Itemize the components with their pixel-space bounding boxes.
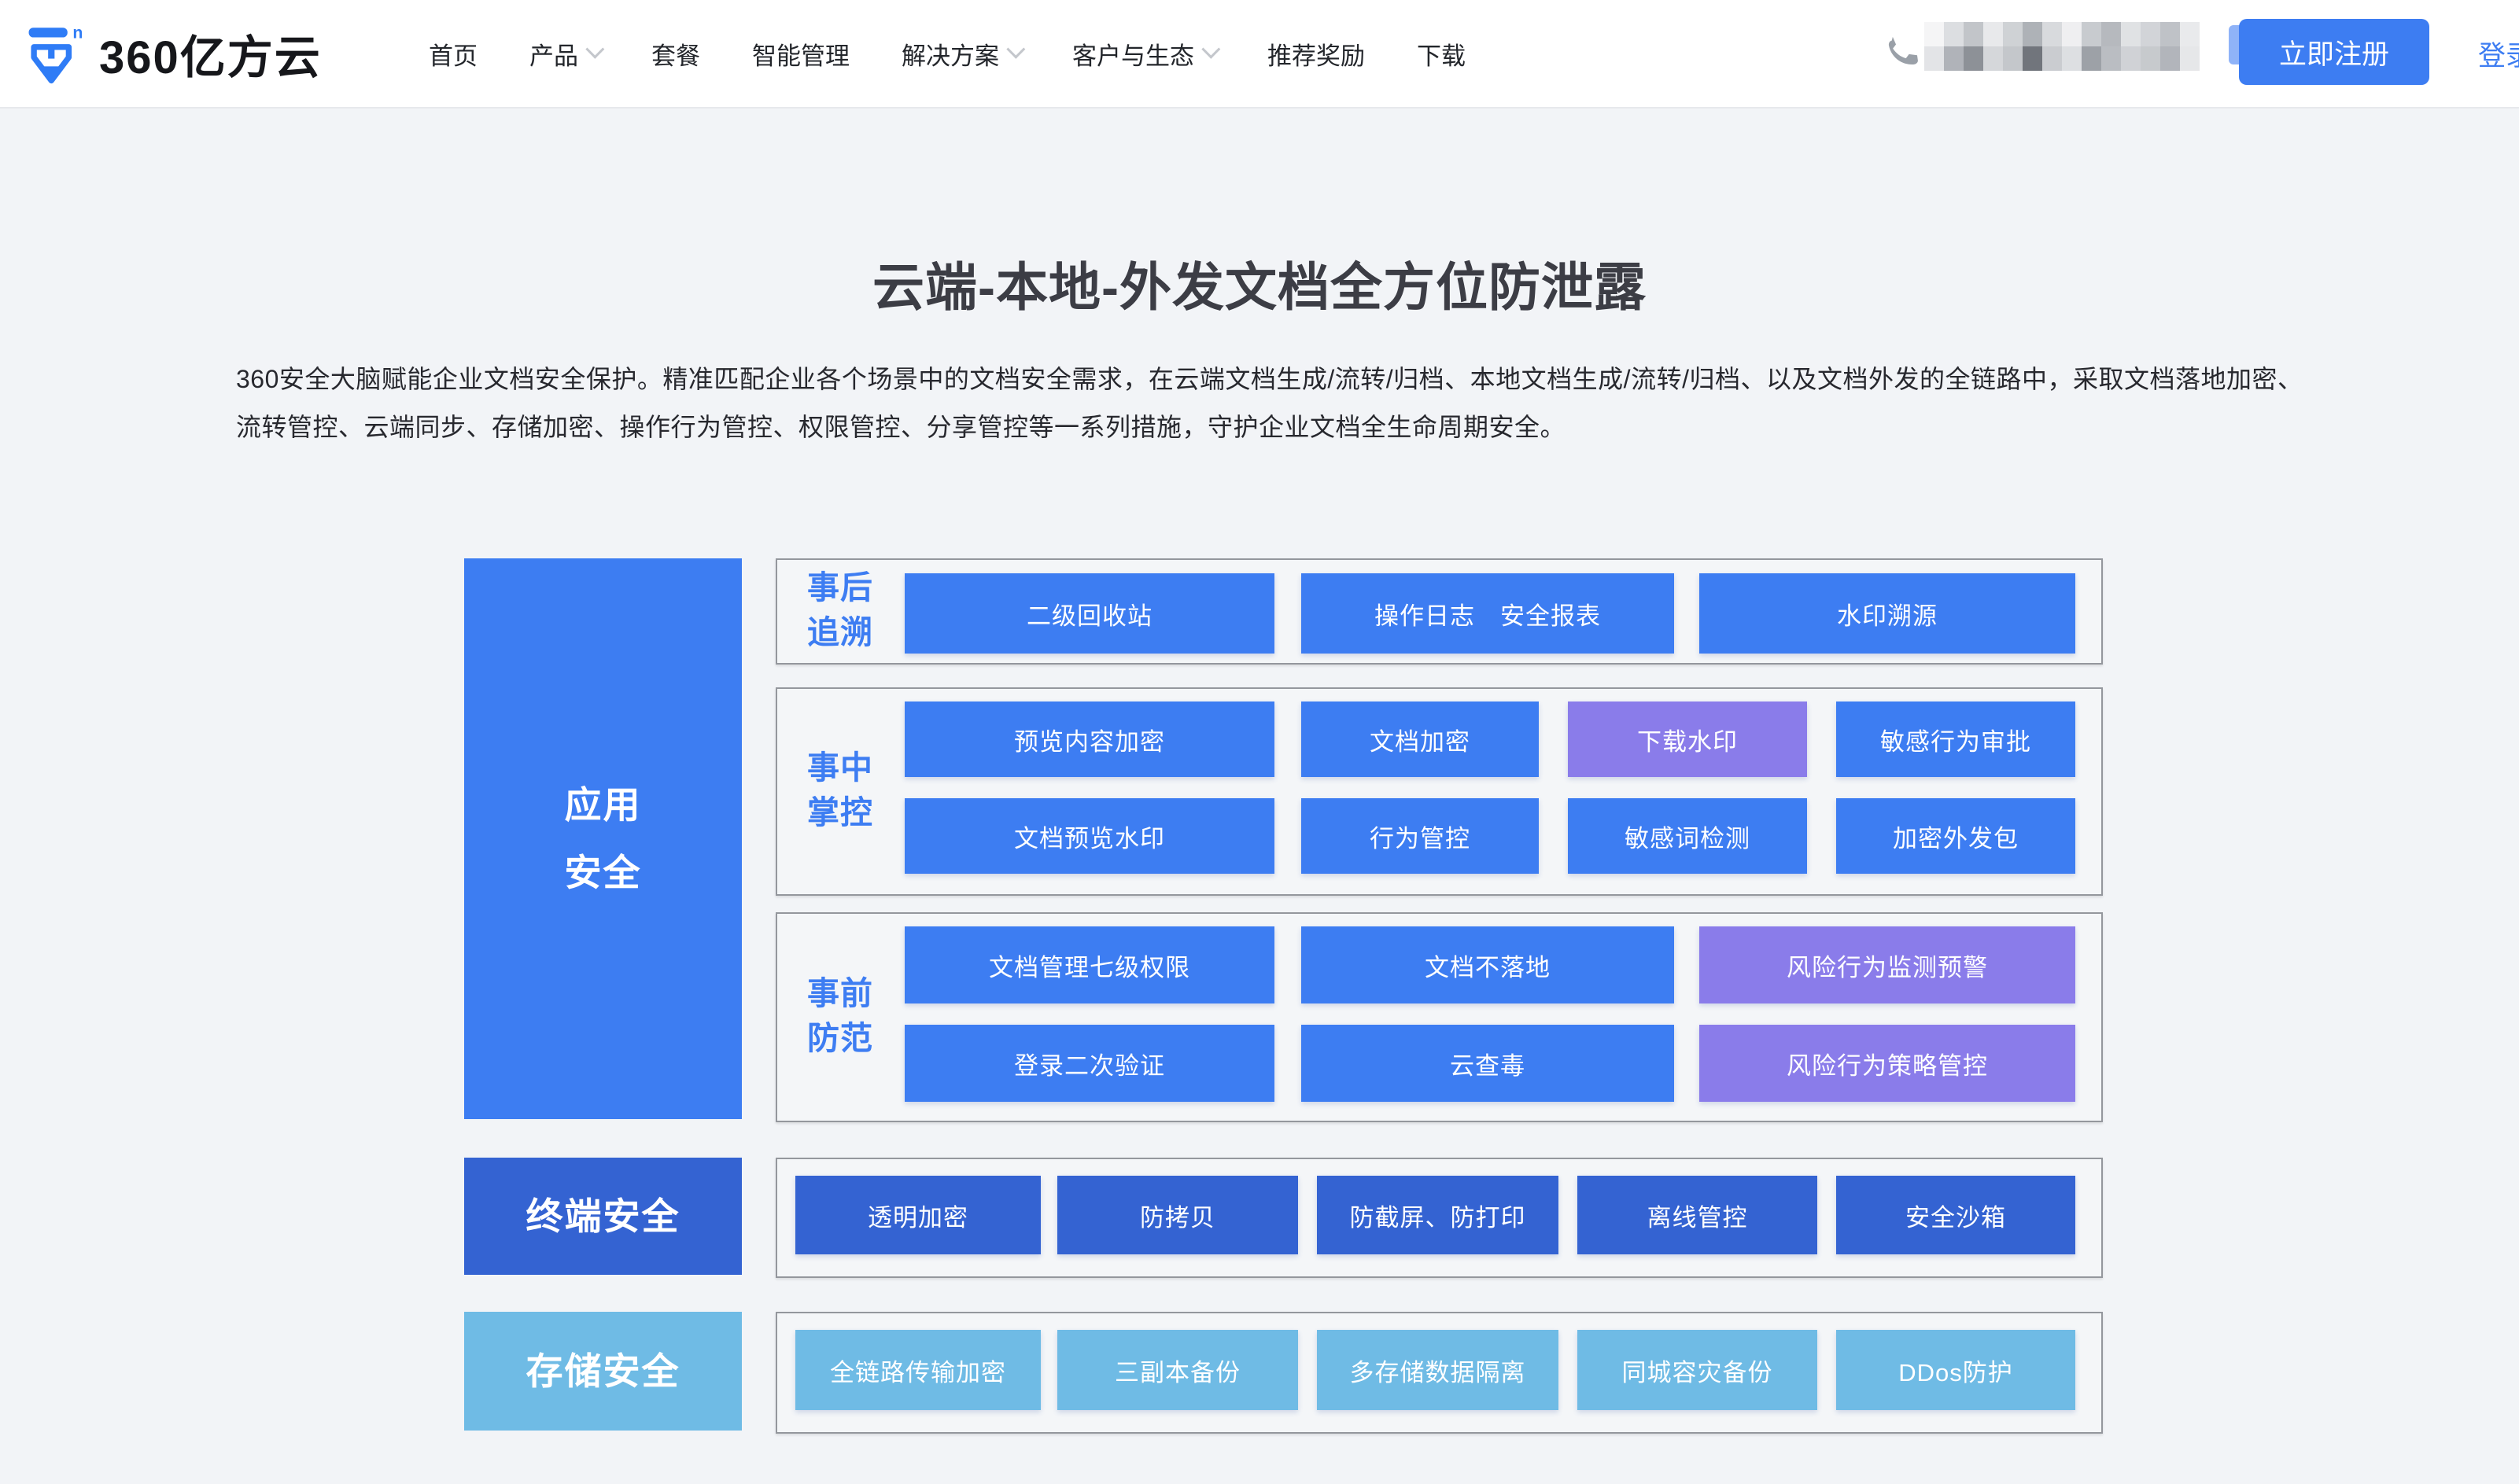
- feature-tile: 敏感词检测: [1568, 798, 1807, 874]
- feature-tile: 防截屏、防打印: [1317, 1176, 1558, 1254]
- feature-tile: 云查毒: [1301, 1025, 1674, 1102]
- main-nav: 首页 产品 套餐 智能管理 解决方案 客户与生态 推荐奖励: [429, 0, 1466, 107]
- nav-item-home[interactable]: 首页: [429, 42, 478, 70]
- chevron-down-icon: [1006, 39, 1026, 59]
- feature-tile: 操作日志 安全报表: [1301, 573, 1674, 654]
- group-label-in-process-control: 事中 掌控: [807, 749, 873, 830]
- feature-tile: 二级回收站: [905, 573, 1274, 654]
- page-description: 360安全大脑赋能企业文档安全保护。精准匹配企业各个场景中的文档安全需求，在云端…: [236, 365, 2303, 441]
- register-button[interactable]: 立即注册: [2239, 19, 2429, 85]
- feature-tile: 风险行为策略管控: [1699, 1025, 2075, 1102]
- feature-tile: 下载水印: [1568, 701, 1807, 777]
- chevron-down-icon: [585, 39, 605, 59]
- feature-tile: 登录二次验证: [905, 1025, 1274, 1102]
- nav-item-smart-management[interactable]: 智能管理: [752, 42, 850, 70]
- feature-tile: DDos防护: [1836, 1330, 2075, 1410]
- feature-tile: 文档加密: [1301, 701, 1539, 777]
- feature-tile: 风险行为监测预警: [1699, 926, 2075, 1003]
- logo[interactable]: n 360亿方云: [24, 0, 322, 107]
- group-label-pre-prevention: 事前 防范: [807, 974, 873, 1056]
- nav-item-solutions[interactable]: 解决方案: [902, 36, 1026, 72]
- feature-tile: 离线管控: [1577, 1176, 1817, 1254]
- nav-item-products[interactable]: 产品: [529, 36, 605, 72]
- nav-item-download[interactable]: 下载: [1417, 42, 1466, 70]
- chevron-down-icon: [1201, 39, 1221, 59]
- feature-tile: 水印溯源: [1699, 573, 2075, 654]
- nav-item-plans[interactable]: 套餐: [651, 42, 700, 70]
- feature-tile: 透明加密: [795, 1176, 1041, 1254]
- category-block-terminal-security: 终端安全: [464, 1158, 742, 1275]
- nav-item-referral-rewards[interactable]: 推荐奖励: [1267, 42, 1365, 70]
- feature-tile: 文档预览水印: [905, 798, 1274, 874]
- feature-tile: 同城容灾备份: [1577, 1330, 1817, 1410]
- feature-tile: 预览内容加密: [905, 701, 1274, 777]
- feature-tile: 三副本备份: [1057, 1330, 1298, 1410]
- svg-text:n: n: [72, 23, 83, 42]
- feature-tile: 加密外发包: [1836, 798, 2075, 874]
- logo-icon: n: [28, 23, 83, 84]
- feature-tile: 行为管控: [1301, 798, 1539, 874]
- blurred-phone-number: [1924, 22, 2200, 71]
- group-label-post-tracing: 事后 追溯: [807, 569, 873, 650]
- feature-tile: 安全沙箱: [1836, 1176, 2075, 1254]
- page-title: 云端-本地-外发文档全方位防泄露: [872, 258, 1647, 317]
- category-block-application-security: 应用 安全: [464, 558, 742, 1119]
- feature-tile: 多存储数据隔离: [1317, 1330, 1558, 1410]
- feature-tile: 防拷贝: [1057, 1176, 1298, 1254]
- feature-tile: 文档不落地: [1301, 926, 1674, 1003]
- logo-text: 360亿方云: [99, 32, 322, 83]
- feature-tile: 全链路传输加密: [795, 1330, 1041, 1410]
- header: n 360亿方云 首页 产品 套餐 智能管理 解决方案: [0, 0, 2519, 109]
- feature-tile: 敏感行为审批: [1836, 701, 2075, 777]
- category-block-storage-security: 存储安全: [464, 1312, 742, 1431]
- login-link[interactable]: 登录: [2478, 40, 2519, 72]
- phone-icon: [1888, 36, 1918, 64]
- feature-tile: 文档管理七级权限: [905, 926, 1274, 1003]
- nav-item-customers-ecosystem[interactable]: 客户与生态: [1072, 36, 1221, 72]
